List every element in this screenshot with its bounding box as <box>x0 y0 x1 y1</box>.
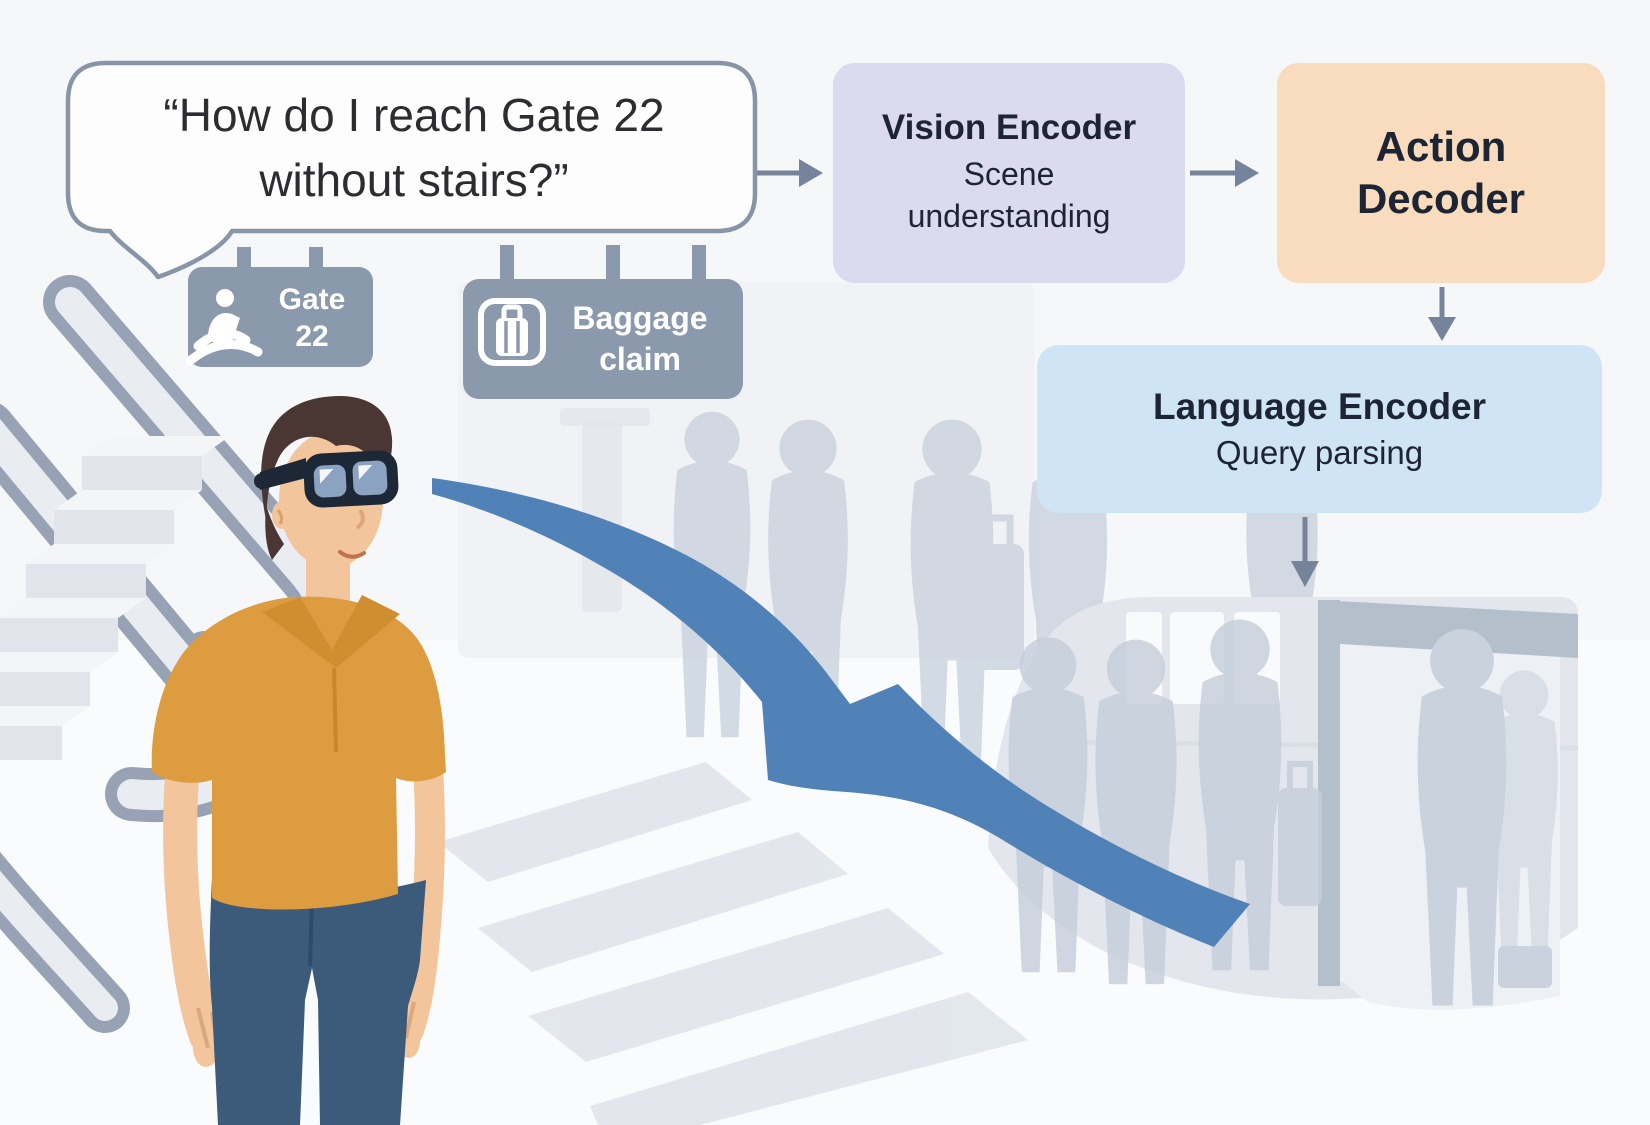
baggage-sign-label: Baggage claim <box>545 293 735 385</box>
speech-bubble: “How do I reach Gate 22 without stairs?” <box>90 78 738 218</box>
language-encoder-subtitle: Query parsing <box>1215 434 1424 471</box>
gate-door-frame <box>1318 600 1578 986</box>
stairs <box>0 436 230 760</box>
gate-sign <box>185 247 373 367</box>
action-decoder-title: Action Decoder <box>1356 122 1526 223</box>
smile <box>338 550 366 559</box>
polo-shirt <box>151 596 446 910</box>
baggage-sign-line2: claim <box>599 341 681 377</box>
baggage-claim-sign <box>463 245 743 399</box>
collar <box>262 595 400 668</box>
gate-sign-label: Gate 22 <box>256 281 368 355</box>
nose <box>355 508 365 530</box>
escalator-icon <box>185 289 263 366</box>
rolling-suitcase-silhouette <box>972 514 1024 670</box>
arrow-language-to-scene <box>1291 517 1319 587</box>
suitcase-icon <box>478 298 546 366</box>
language-encoder-title: Language Encoder <box>1152 386 1487 427</box>
navigation-swoosh-arrow <box>432 478 1250 947</box>
action-decoder-box: Action Decoder <box>1277 63 1605 283</box>
vision-encoder-subtitle: Scene understanding <box>907 156 1111 234</box>
arrow-vision-to-action <box>1190 159 1259 187</box>
baggage-sign-line1: Baggage <box>572 300 708 336</box>
speech-bubble-shape <box>65 60 758 280</box>
speech-bubble-line2: without stairs?” <box>259 154 569 206</box>
arrow-action-to-language <box>1428 287 1456 341</box>
gate-sign-line2: 22 <box>295 320 329 353</box>
language-encoder-box: Language Encoder Query parsing <box>1037 345 1602 513</box>
vision-encoder-box: Vision Encoder Scene understanding <box>833 63 1185 283</box>
doorway-person-silhouette <box>1417 629 1558 1006</box>
speech-bubble-line1: “How do I reach Gate 22 <box>163 88 665 141</box>
smart-glasses-icon <box>254 450 399 508</box>
pants <box>209 878 426 1125</box>
traveler-illustration <box>151 395 446 1125</box>
hair <box>261 395 393 520</box>
vision-encoder-title: Vision Encoder <box>881 108 1137 148</box>
gate-sign-line1: Gate <box>278 283 346 316</box>
arrow-bubble-to-vision <box>757 159 823 187</box>
floor-stripes <box>438 762 1028 1125</box>
